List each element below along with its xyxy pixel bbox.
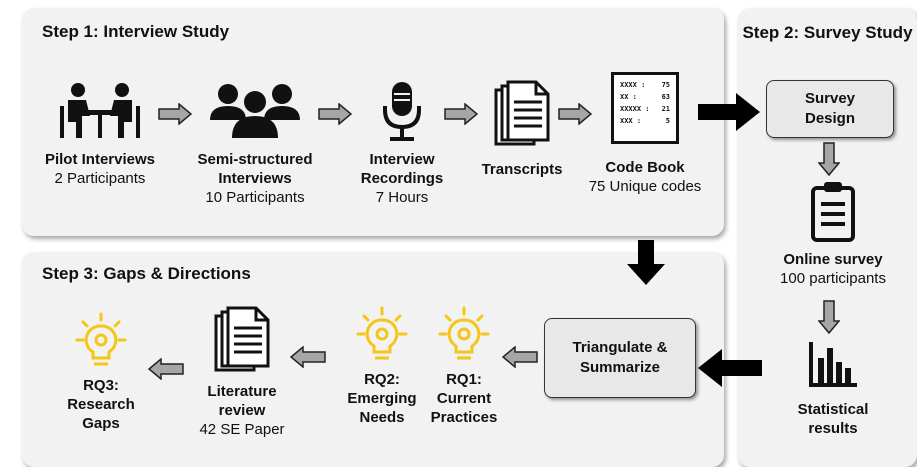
arrow-left-to-triangulate xyxy=(698,349,762,387)
lightbulb-icon xyxy=(356,306,408,360)
survey-design-box: Survey Design xyxy=(766,80,894,138)
rq3-node: RQ3: Research Gaps xyxy=(56,312,146,433)
arrow-right-2 xyxy=(318,103,352,125)
interview-recordings-sub: 7 Hours xyxy=(375,189,429,206)
arrow-right-3 xyxy=(444,103,478,125)
literature-review-node: Literature review 42 SE Paper xyxy=(180,306,304,439)
online-survey-sub: 100 participants xyxy=(780,270,886,287)
literature-review-title: Literature review xyxy=(207,383,277,419)
semi-structured-node: Semi-structured Interviews 10 Participan… xyxy=(180,80,330,207)
lightbulb-icon xyxy=(75,312,127,366)
bar-chart-icon xyxy=(809,342,857,387)
step3-title: Step 3: Gaps & Directions xyxy=(42,264,251,283)
step2-title: Step 2: Survey Study xyxy=(742,23,913,42)
interview-recordings-node: Interview Recordings 7 Hours xyxy=(352,80,452,207)
arrow-down-to-triangulate xyxy=(627,240,665,285)
microphone-icon xyxy=(383,82,421,141)
code-book-sub: 75 Unique codes xyxy=(588,178,702,195)
arrow-to-survey xyxy=(698,93,760,131)
documents-icon xyxy=(214,306,270,372)
statistical-results-title: Statistical results xyxy=(797,401,869,437)
literature-review-sub: 42 SE Paper xyxy=(199,421,285,438)
arrow-left-3 xyxy=(148,358,184,380)
pilot-interviews-sub: 2 Participants xyxy=(54,170,146,187)
rq2-label: RQ2: Emerging Needs xyxy=(347,371,417,426)
online-survey-node: Online survey 100 participants xyxy=(760,180,906,288)
arrow-down-2 xyxy=(818,300,840,334)
transcripts-node: Transcripts xyxy=(472,80,572,179)
transcripts-title: Transcripts xyxy=(481,161,563,178)
arrow-left-2 xyxy=(290,346,326,368)
online-survey-title: Online survey xyxy=(783,251,883,268)
semi-structured-title: Semi-structured Interviews xyxy=(197,151,313,187)
documents-icon xyxy=(494,80,550,146)
lightbulb-icon xyxy=(438,306,490,360)
people-group-icon xyxy=(210,84,300,138)
code-book-node: XXXX :75 XX :63 XXXXX :21 XXX :5 Code Bo… xyxy=(582,72,708,196)
rq2-node: RQ2: Emerging Needs xyxy=(340,306,424,427)
rq1-label: RQ1: Current Practices xyxy=(430,371,498,426)
triangulate-box: Triangulate & Summarize xyxy=(544,318,696,398)
rq1-node: RQ1: Current Practices xyxy=(418,306,510,427)
pilot-interviews-node: Pilot Interviews 2 Participants xyxy=(32,82,168,188)
pilot-interviews-title: Pilot Interviews xyxy=(44,151,156,168)
interview-table-icon xyxy=(60,83,140,138)
semi-structured-sub: 10 Participants xyxy=(205,189,305,206)
rq3-label: RQ3: Research Gaps xyxy=(67,377,135,432)
step1-title: Step 1: Interview Study xyxy=(42,22,230,41)
arrow-right-4 xyxy=(558,103,592,125)
codebook-icon: XXXX :75 XX :63 XXXXX :21 XXX :5 xyxy=(611,72,679,144)
arrow-down-1 xyxy=(818,142,840,176)
code-book-title: Code Book xyxy=(605,159,685,176)
statistical-results-node: Statistical results xyxy=(770,342,896,438)
clipboard-icon xyxy=(811,182,855,242)
arrow-left-1 xyxy=(502,346,538,368)
interview-recordings-title: Interview Recordings xyxy=(360,151,444,187)
arrow-right-1 xyxy=(158,103,192,125)
